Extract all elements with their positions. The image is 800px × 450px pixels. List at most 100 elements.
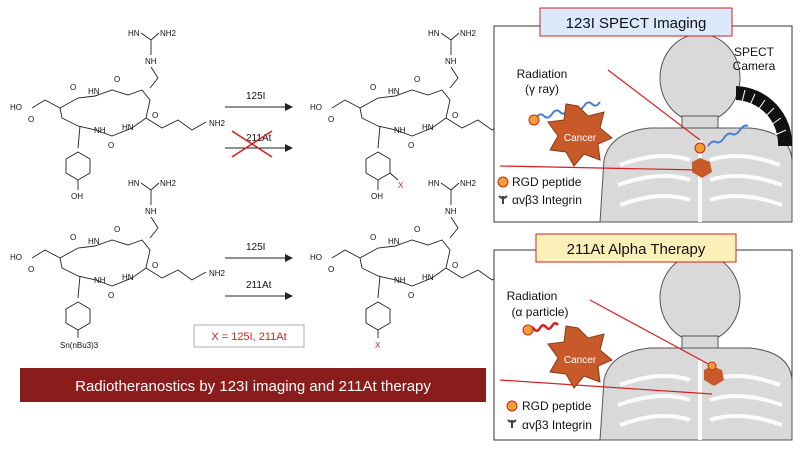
molecule-labeled-product-bottom: HN NH2 NH HN O O O O NH HN HO O NH2 X: [310, 179, 526, 350]
svg-text:Sn(nBu3)3: Sn(nBu3)3: [60, 341, 99, 350]
svg-text:211At: 211At: [246, 133, 272, 144]
svg-text:NH2: NH2: [209, 269, 226, 278]
svg-text:O: O: [414, 75, 420, 84]
svg-text:125I: 125I: [246, 91, 265, 102]
cancer-cell-icon: Cancer: [547, 103, 613, 167]
svg-text:X: X: [398, 181, 404, 190]
svg-text:OH: OH: [71, 192, 83, 201]
title-banner: Radiotheranostics by 123I imaging and 21…: [20, 368, 486, 402]
svg-text:HN: HN: [388, 87, 400, 96]
svg-text:NH: NH: [394, 276, 406, 285]
reaction-arrow-top-iodine: 125I: [225, 91, 293, 111]
svg-text:HN: HN: [422, 123, 434, 132]
reaction-arrow-top-astatine-crossed: 211At: [225, 130, 293, 158]
svg-text:O: O: [408, 291, 414, 300]
svg-text:X: X: [375, 341, 381, 350]
svg-text:O: O: [408, 141, 414, 150]
spect-title-box: 123I SPECT Imaging: [539, 7, 733, 37]
svg-text:HN: HN: [122, 123, 134, 132]
svg-text:Cancer: Cancer: [564, 355, 597, 366]
svg-text:NH: NH: [445, 207, 457, 216]
svg-text:O: O: [152, 261, 158, 270]
svg-text:O: O: [414, 225, 420, 234]
spect-panel: 123I SPECT Imaging SPECT Camera Radiatio…: [493, 7, 793, 223]
alpha-particle-wave: [526, 322, 559, 332]
integrin-icon: [498, 195, 508, 204]
svg-text:NH2: NH2: [160, 179, 177, 188]
molecule-labeled-product-top: HN NH2 NH HN O O O O NH HN HO O NH2 OH X: [310, 29, 526, 201]
molecule-tin-precursor: HN NH2 NH HN O O O O NH HN HO O NH2 Sn(n…: [10, 179, 226, 350]
svg-text:O: O: [328, 115, 334, 124]
svg-text:O: O: [328, 265, 334, 274]
svg-text:O: O: [452, 111, 458, 120]
svg-text:HO: HO: [310, 253, 322, 262]
svg-text:211At Alpha Therapy: 211At Alpha Therapy: [567, 241, 706, 258]
alpha-title-box: 211At Alpha Therapy: [535, 233, 737, 263]
svg-text:HO: HO: [310, 103, 322, 112]
human-body-silhouette-2: [599, 253, 793, 441]
svg-text:OH: OH: [371, 192, 383, 201]
svg-text:O: O: [28, 265, 34, 274]
spect-legend: RGD peptide αvβ3 Integrin: [497, 175, 582, 207]
svg-text:O: O: [114, 75, 120, 84]
spect-camera: SPECT Camera: [733, 45, 793, 146]
svg-text:O: O: [108, 291, 114, 300]
svg-text:O: O: [370, 233, 376, 242]
alpha-panel: 211At Alpha Therapy Radiation (α particl…: [493, 233, 793, 441]
svg-text:O: O: [108, 141, 114, 150]
svg-text:HN: HN: [428, 179, 440, 188]
svg-text:(α particle): (α particle): [512, 305, 569, 319]
svg-text:Camera: Camera: [733, 59, 776, 73]
alpha-legend: RGD peptide αvβ3 Integrin: [506, 399, 592, 432]
svg-text:Cancer: Cancer: [564, 133, 597, 144]
human-body-silhouette: [599, 33, 793, 223]
svg-text:HN: HN: [122, 273, 134, 282]
svg-text:RGD peptide: RGD peptide: [522, 399, 592, 413]
svg-text:HO: HO: [10, 253, 22, 262]
x-definition-box: X = 125I, 211At: [193, 324, 305, 348]
svg-text:HO: HO: [10, 103, 22, 112]
spect-radiation-label: Radiation: [517, 67, 568, 81]
svg-text:RGD peptide: RGD peptide: [512, 175, 582, 189]
svg-text:NH2: NH2: [460, 29, 477, 38]
svg-text:HN: HN: [128, 29, 140, 38]
svg-text:(γ ray): (γ ray): [525, 82, 559, 96]
svg-text:NH: NH: [394, 126, 406, 135]
alpha-radiation-label: Radiation: [507, 289, 558, 303]
svg-text:211At: 211At: [246, 280, 272, 291]
svg-text:NH: NH: [445, 57, 457, 66]
molecule-tyrosine-precursor: HN NH2 NH HN O O O O NH HN HO O NH2 OH: [10, 29, 226, 201]
svg-text:NH: NH: [94, 276, 106, 285]
svg-text:X = 125I, 211At: X = 125I, 211At: [211, 331, 286, 343]
svg-text:O: O: [70, 83, 76, 92]
svg-text:O: O: [452, 261, 458, 270]
svg-text:HN: HN: [88, 237, 100, 246]
svg-text:NH: NH: [145, 207, 157, 216]
reaction-arrow-bottom-astatine: 211At: [225, 280, 293, 300]
svg-text:NH: NH: [145, 57, 157, 66]
svg-text:NH: NH: [94, 126, 106, 135]
svg-text:αvβ3 Integrin: αvβ3 Integrin: [512, 193, 582, 207]
svg-text:HN: HN: [388, 237, 400, 246]
svg-text:Radiotheranostics by 123I imag: Radiotheranostics by 123I imaging and 21…: [75, 378, 431, 395]
svg-text:SPECT: SPECT: [734, 45, 775, 59]
svg-text:αvβ3 Integrin: αvβ3 Integrin: [522, 418, 592, 432]
svg-text:NH2: NH2: [460, 179, 477, 188]
svg-text:O: O: [114, 225, 120, 234]
reaction-arrow-bottom-iodine: 125I: [225, 242, 293, 262]
svg-text:NH2: NH2: [209, 119, 226, 128]
svg-text:O: O: [70, 233, 76, 242]
svg-text:123I SPECT Imaging: 123I SPECT Imaging: [566, 15, 707, 32]
svg-text:NH2: NH2: [160, 29, 177, 38]
svg-text:O: O: [28, 115, 34, 124]
cancer-cell-icon-2: Cancer: [547, 325, 613, 389]
svg-text:HN: HN: [422, 273, 434, 282]
svg-text:HN: HN: [428, 29, 440, 38]
svg-text:125I: 125I: [246, 242, 265, 253]
integrin-icon-2: [507, 419, 517, 428]
svg-text:HN: HN: [128, 179, 140, 188]
svg-text:O: O: [152, 111, 158, 120]
rgd-peptide-icon-2: [506, 400, 518, 412]
